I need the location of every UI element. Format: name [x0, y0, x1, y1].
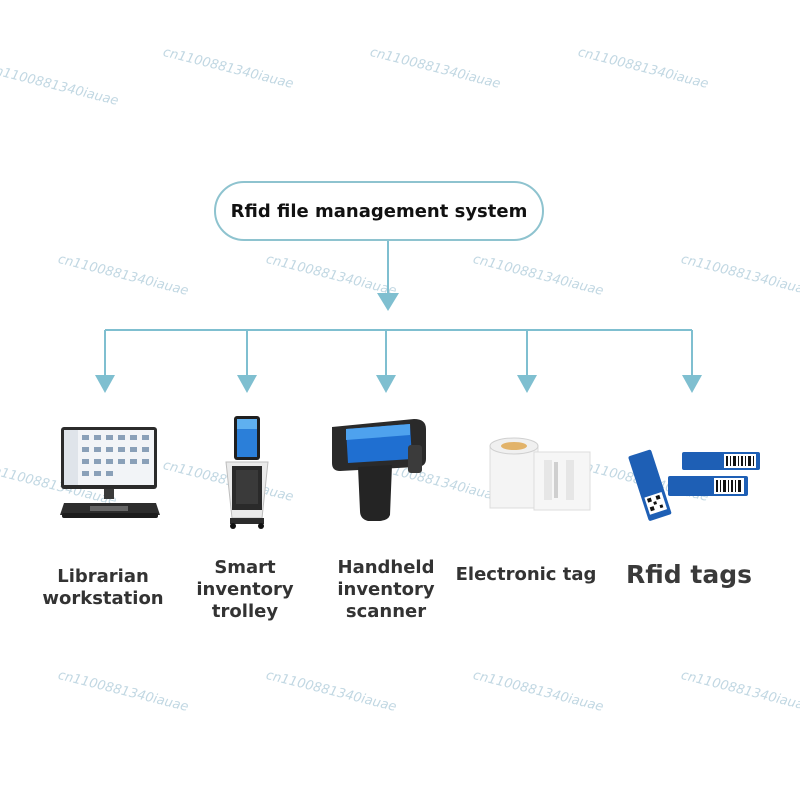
item-label-line: Librarian: [57, 566, 149, 587]
item-label-rfid-tags: Rfid tags: [626, 560, 752, 589]
item-label-line: Handheld: [337, 557, 435, 578]
arrow-head-3: [376, 375, 396, 393]
label-roll-icon: [489, 437, 591, 511]
item-label-electronic-tag: Electronic tag: [455, 564, 597, 585]
arrow-head-1: [95, 375, 115, 393]
rfid-tags-icon: [628, 449, 760, 521]
item-label-line: scanner: [345, 601, 427, 622]
arrow-head-2: [237, 375, 257, 393]
item-label-line: Smart: [214, 557, 276, 578]
item-label-line: trolley: [211, 601, 279, 622]
root-node: Rfid file management system: [214, 181, 544, 241]
computer-workstation-icon: [60, 427, 160, 518]
arrow-head-5: [682, 375, 702, 393]
item-label-line: inventory: [337, 579, 435, 600]
inventory-trolley-icon: [225, 416, 269, 529]
item-label-line: workstation: [42, 588, 164, 609]
arrow-head-4: [517, 375, 537, 393]
root-node-label: Rfid file management system: [230, 200, 528, 222]
arrow-head-trunk: [377, 293, 399, 311]
item-label-line: inventory: [196, 579, 294, 600]
handheld-scanner-icon: [332, 419, 426, 521]
